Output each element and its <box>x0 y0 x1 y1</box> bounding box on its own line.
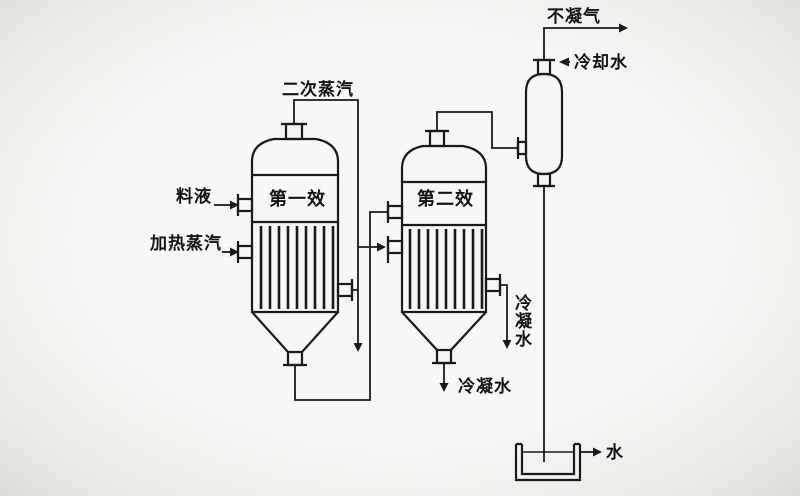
piping <box>214 23 628 462</box>
effect1-dome <box>250 137 340 175</box>
effect2-cone <box>401 311 487 351</box>
effect1-steam-nozzle <box>236 244 254 260</box>
effect1-body <box>250 173 340 314</box>
condenser-inlet-nozzle <box>516 140 528 156</box>
second-effect-evaporator <box>386 129 502 365</box>
effect1-feed-nozzle <box>236 197 254 213</box>
water-label: 水 <box>606 442 624 463</box>
cooling-water-arrow-icon <box>559 57 569 67</box>
noncondensable-pipe <box>543 27 619 60</box>
condenser-shell <box>524 72 564 176</box>
bottom-condensate-label: 冷凝水 <box>458 376 512 397</box>
vapor-to-condenser-pipe <box>436 111 517 149</box>
seal-tank <box>514 442 582 482</box>
secondary-vapor-label: 二次蒸汽 <box>282 79 354 100</box>
cooling-water-label: 冷却水 <box>574 52 628 73</box>
water-arrow-icon <box>593 447 602 457</box>
bottom-condensate-arrow-icon <box>439 383 449 392</box>
effect1-bottom-nozzle <box>286 350 304 367</box>
effect1-condensate-nozzle <box>336 282 354 298</box>
effect2-condensate-nozzle <box>484 277 502 293</box>
tank-inner-wall <box>520 444 576 476</box>
effect2-dome <box>400 144 488 182</box>
vapor-branch-arrow-icon <box>377 242 386 252</box>
effect2-bottom-nozzle <box>435 348 453 365</box>
effect1-cone <box>251 311 339 353</box>
effect1-tube-bundle <box>259 226 335 309</box>
condenser-top-nozzle <box>536 58 552 76</box>
effect1-label: 第一效 <box>269 188 326 210</box>
condenser <box>516 58 564 188</box>
side-condensate-label: 冷凝水 <box>511 293 532 348</box>
side-condensate-arrow-icon <box>502 340 512 349</box>
effect2-top-nozzle <box>428 129 446 148</box>
noncondensable-arrow-icon <box>619 23 628 33</box>
heating-steam-label: 加热蒸汽 <box>149 233 222 254</box>
effect2-feed-nozzle <box>386 204 404 220</box>
liquor-transfer-pipe <box>294 211 387 401</box>
effect1-top-nozzle <box>284 122 304 141</box>
first-effect-evaporator <box>236 122 354 367</box>
vapor-down-arrow-icon <box>353 343 363 352</box>
tank-outer-wall <box>514 444 582 482</box>
condenser-bottom-nozzle <box>536 172 552 188</box>
feed-label: 料液 <box>176 186 212 207</box>
noncondensable-label: 不凝气 <box>547 6 601 27</box>
effect2-side-condensate-pipe <box>500 284 508 340</box>
feed-arrow-icon <box>230 200 239 210</box>
secondary-vapor-pipe <box>293 99 359 347</box>
heating-steam-arrow-icon <box>230 247 239 257</box>
effect2-tube-bundle <box>408 229 484 309</box>
effect2-steam-nozzle <box>386 239 404 255</box>
effect2-label: 第二效 <box>417 188 474 210</box>
